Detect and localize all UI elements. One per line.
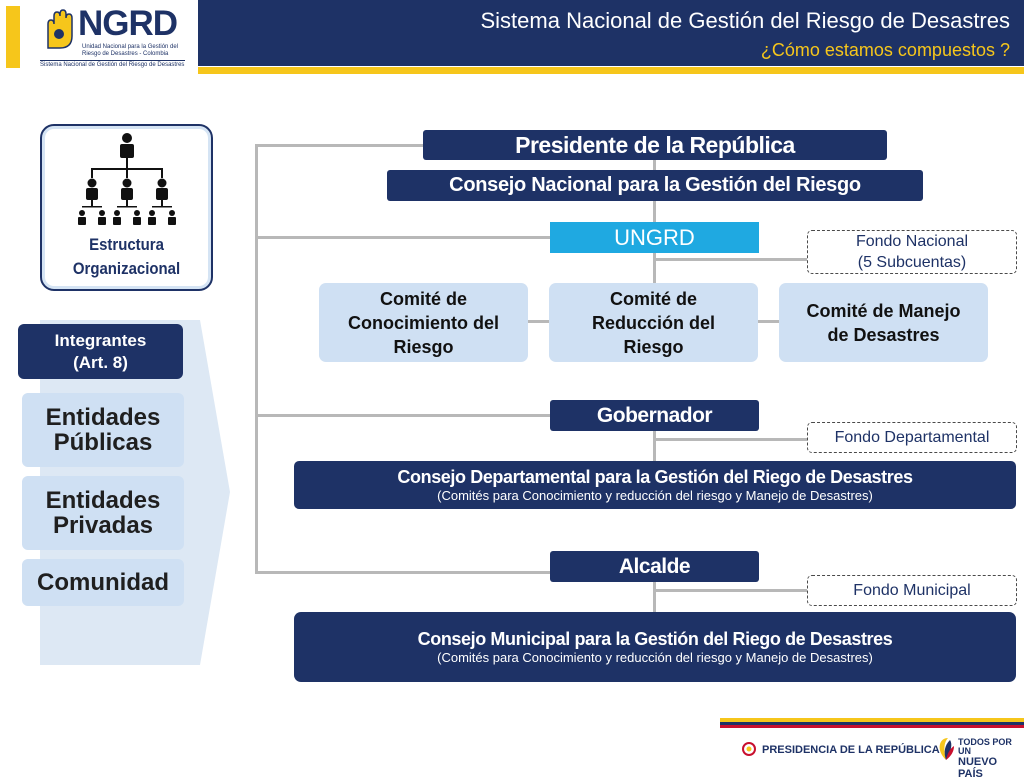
header-band — [198, 0, 1024, 66]
header-gold-stripe — [198, 67, 1024, 74]
member-community-label: Comunidad — [37, 568, 169, 596]
footer-todos-line1: TODOS POR UN — [958, 737, 1012, 756]
connector-municipal-fund — [653, 589, 808, 592]
national-fund-line2: (5 Subcuentas) — [857, 254, 967, 271]
municipal-fund-box: Fondo Municipal — [807, 575, 1017, 606]
ungrd-box: UNGRD — [550, 222, 759, 253]
member-community: Comunidad — [22, 559, 184, 606]
org-label-line2: Organizacional — [72, 259, 181, 278]
page-title: Sistema Nacional de Gestión del Riesgo d… — [480, 8, 1011, 33]
left-spine-line — [255, 144, 258, 574]
member-public-entities: Entidades Públicas — [22, 393, 184, 467]
org-structure-label: Estructura Organizacional — [52, 233, 201, 281]
committee-disaster-management-box: Comité de Manejo de Desastres — [779, 283, 988, 362]
committee-reduction-line2: Reducción del — [591, 312, 716, 333]
footer-blue-stripe — [720, 722, 1024, 725]
departmental-fund-box: Fondo Departamental — [807, 422, 1017, 453]
connector-national-fund — [653, 258, 808, 261]
todos-por-un-nuevo-pais-logo-icon — [939, 738, 954, 760]
connector-committee-left — [528, 320, 550, 323]
member-private-entities: Entidades Privadas — [22, 476, 184, 550]
ngrd-logo: NGRD Unidad Nacional para la Gestión del… — [40, 4, 185, 68]
footer-presidency-label: PRESIDENCIA DE LA REPÚBLICA — [762, 744, 940, 756]
committee-reduction-line3: Riesgo — [623, 336, 684, 357]
org-chart-icon — [78, 133, 176, 225]
mayor-box: Alcalde — [550, 551, 759, 582]
municipal-council-box: Consejo Municipal para la Gestión del Ri… — [294, 612, 1016, 682]
logo-wordmark: NGRD — [78, 4, 178, 43]
president-box: Presidente de la República — [423, 130, 887, 160]
hand-emblem-icon — [47, 9, 73, 49]
footer-red-stripe — [720, 725, 1024, 728]
presidency-seal-icon — [742, 742, 756, 756]
integrantes-line1: Integrantes — [54, 331, 147, 350]
connector-committee-right — [758, 320, 780, 323]
municipal-council-subtitle: (Comités para Conocimiento y reducción d… — [437, 650, 873, 665]
governor-vertical — [653, 431, 656, 463]
connector-ungrd — [255, 236, 551, 239]
footer-gold-stripe — [720, 718, 1024, 722]
governor-box: Gobernador — [550, 400, 759, 431]
committee-knowledge-line2: Conocimiento del — [347, 312, 499, 333]
member-public-line1: Entidades — [45, 404, 161, 431]
connector-mayor — [255, 571, 551, 574]
integrantes-badge: Integrantes (Art. 8) — [18, 324, 183, 379]
departmental-council-title: Consejo Departamental para la Gestión de… — [397, 467, 913, 487]
integrantes-line2: (Art. 8) — [73, 353, 128, 372]
member-public-line2: Públicas — [53, 429, 153, 456]
committee-reduction-box: Comité de Reducción del Riesgo — [549, 283, 758, 362]
logo-tagline: Sistema Nacional de Gestión del Riesgo d… — [40, 60, 185, 68]
member-private-line2: Privadas — [52, 512, 154, 539]
national-council-box: Consejo Nacional para la Gestión del Rie… — [387, 170, 923, 201]
connector-governor — [255, 414, 551, 417]
footer-todos-line2: NUEVO PAÍS — [958, 756, 998, 780]
committee-knowledge-box: Comité de Conocimiento del Riesgo — [319, 283, 528, 362]
connector-president — [255, 144, 425, 147]
municipal-council-title: Consejo Municipal para la Gestión del Ri… — [417, 629, 893, 649]
national-fund-line1: Fondo Nacional — [855, 233, 969, 250]
national-fund-box: Fondo Nacional (5 Subcuentas) — [807, 230, 1017, 274]
committee-knowledge-line1: Comité de — [379, 288, 467, 309]
mayor-vertical — [653, 582, 656, 614]
member-private-line1: Entidades — [45, 487, 161, 514]
center-vertical-top — [653, 160, 656, 283]
committee-management-line1: Comité de Manejo — [806, 300, 961, 321]
committee-reduction-line1: Comité de — [609, 288, 697, 309]
org-label-line1: Estructura — [89, 235, 164, 254]
logo-subtitle: Unidad Nacional para la Gestión del Ries… — [82, 44, 179, 57]
org-structure-card: Estructura Organizacional — [40, 124, 213, 291]
departmental-council-box: Consejo Departamental para la Gestión de… — [294, 461, 1016, 509]
committee-management-line2: de Desastres — [827, 324, 940, 345]
logo-accent-bar — [6, 6, 20, 68]
connector-departmental-fund — [653, 438, 808, 441]
departmental-council-subtitle: (Comités para Conocimiento y reducción d… — [437, 488, 873, 503]
page-subtitle: ¿Cómo estamos compuestos ? — [760, 40, 1010, 60]
footer-todos-label: TODOS POR UN NUEVO PAÍS — [958, 738, 1024, 780]
committee-knowledge-line3: Riesgo — [393, 336, 454, 357]
